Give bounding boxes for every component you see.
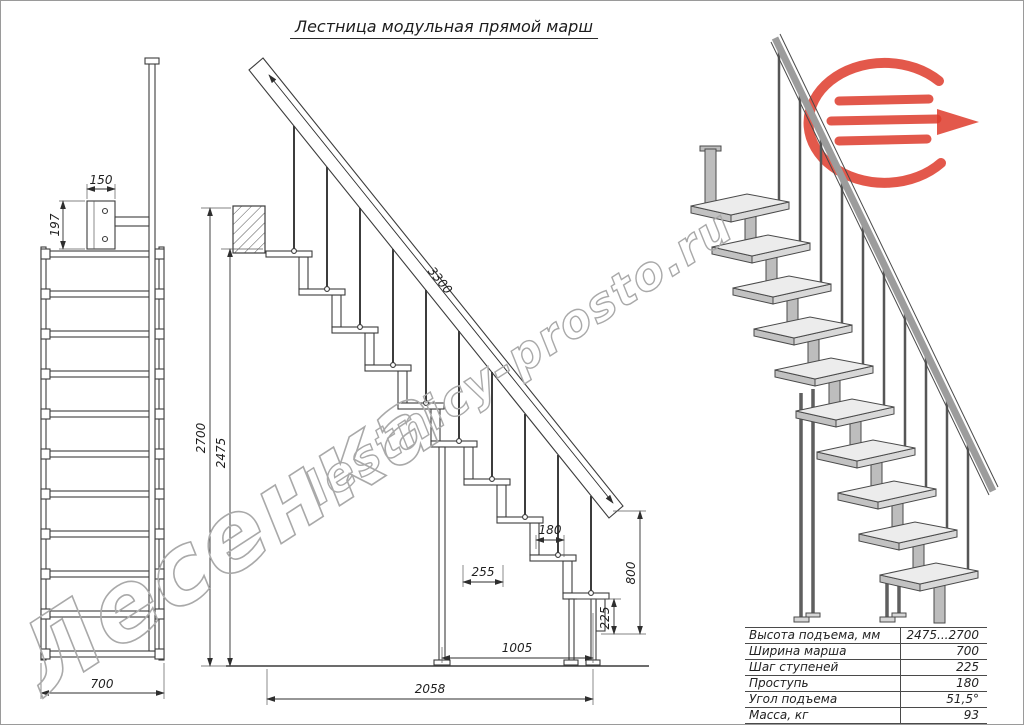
dimension-180: 180 — [535, 523, 565, 557]
spec-value: 51,5° — [900, 692, 987, 707]
spec-row-width: Ширина марша 700 — [745, 644, 987, 660]
spec-value: 700 — [900, 644, 987, 659]
spec-value: 2475...2700 — [900, 628, 987, 643]
spec-label: Масса, кг — [749, 708, 809, 722]
dim-label-2475: 2475 — [214, 438, 228, 469]
support-legs-3d — [793, 389, 907, 623]
spec-row-height: Высота подъема, мм 2475...2700 — [745, 628, 987, 644]
dimension-700: 700 — [40, 663, 165, 699]
handrail-3d — [770, 33, 999, 496]
dim-label-700: 700 — [91, 677, 114, 691]
iso-view — [690, 33, 999, 624]
drawing-title: Лестница модульная прямой марш — [290, 17, 598, 39]
dim-label-800: 800 — [624, 561, 638, 584]
dimension-1005: 1005 — [441, 613, 594, 663]
dimension-150: 150 — [86, 173, 116, 199]
spec-label: Шаг ступеней — [749, 660, 839, 674]
spec-label: Ширина марша — [749, 644, 847, 658]
front-view: 150 197 700 — [40, 57, 165, 699]
spec-value: 225 — [900, 660, 987, 675]
brand-logo-swoosh — [803, 57, 979, 188]
dim-label-150: 150 — [90, 173, 113, 187]
spec-value: 93 — [900, 708, 987, 723]
spec-row-tread: Проступь 180 — [745, 676, 987, 692]
spec-row-mass: Масса, кг 93 — [745, 708, 987, 724]
spec-label: Высота подъема, мм — [749, 628, 881, 642]
spec-value: 180 — [900, 676, 987, 691]
dim-label-197: 197 — [48, 213, 62, 236]
dimension-800: 800 — [601, 510, 646, 635]
spec-table: Высота подъема, мм 2475...2700 Ширина ма… — [745, 627, 987, 724]
side-view: 3300 2700 2475 180 — [194, 57, 649, 705]
dim-label-2058: 2058 — [415, 682, 446, 696]
balusters-3d — [777, 42, 970, 573]
steps-3d — [690, 193, 979, 624]
wall-section — [232, 205, 266, 254]
dim-label-180: 180 — [539, 523, 562, 537]
spec-label: Угол подъема — [749, 692, 838, 706]
spec-row-step-pitch: Шаг ступеней 225 — [745, 660, 987, 676]
dim-label-225: 225 — [598, 607, 612, 630]
dimension-2700: 2700 — [194, 207, 231, 667]
dimension-225: 225 — [577, 598, 621, 635]
dimension-197: 197 — [48, 200, 85, 250]
spec-row-angle: Угол подъема 51,5° — [745, 692, 987, 708]
wall-bracket-front — [86, 200, 150, 250]
spec-label: Проступь — [749, 676, 809, 690]
watermark-site-url: lestnicy-prosto.ru — [296, 199, 743, 516]
dim-label-1005: 1005 — [502, 641, 533, 655]
dim-label-255: 255 — [472, 565, 495, 579]
dimension-2475: 2475 — [214, 248, 263, 667]
dimension-255: 255 — [462, 565, 504, 587]
dim-label-2700: 2700 — [194, 422, 208, 453]
dimension-2058: 2058 — [266, 669, 594, 705]
wall-bracket-3d — [699, 145, 722, 206]
